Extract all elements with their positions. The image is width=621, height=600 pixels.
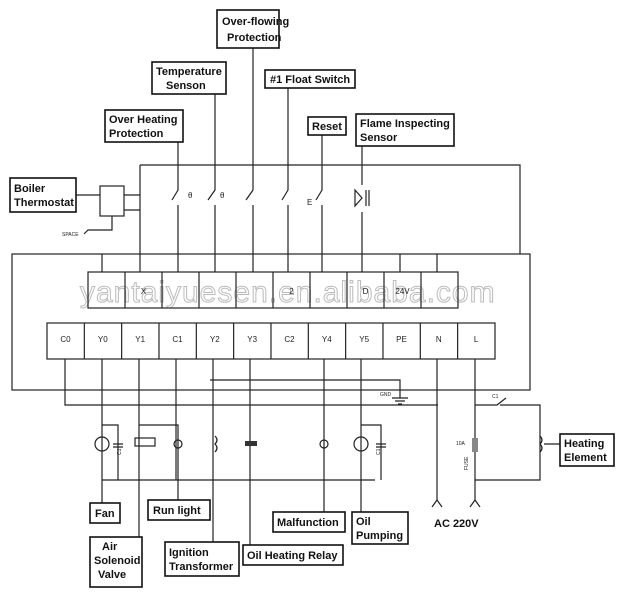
lower-terminal-y4: Y4 (322, 335, 332, 344)
relay-symbol (245, 441, 257, 446)
space-label: SPACE (62, 232, 79, 238)
label-run-light: Run light (147, 499, 211, 521)
label-heating-element: Heating Element (559, 433, 615, 467)
load-wiring: GND 10A FUSE C1 C1 C1 (64, 359, 560, 545)
svg-text:Flame Inspecting: Flame Inspecting (360, 118, 450, 130)
svg-text:C1: C1 (492, 394, 499, 400)
lower-terminal-c2: C2 (284, 335, 295, 344)
label-float-switch: #1 Float Switch (264, 69, 356, 89)
svg-text:Fan: Fan (95, 508, 115, 520)
watermark: yantaiyuesen.en.alibaba.com (80, 276, 496, 309)
upper-terminal-label: 2 (289, 287, 294, 296)
lower-terminal-y0: Y0 (98, 335, 108, 344)
lower-terminal-y3: Y3 (247, 335, 257, 344)
lower-terminal-y1: Y1 (135, 335, 145, 344)
label-oil-pumping: Oil Pumping (351, 511, 409, 545)
label-over-flowing-protection: Over-flowing Protection (216, 9, 289, 49)
lower-terminal-l: L (474, 335, 479, 344)
svg-text:C1: C1 (117, 448, 123, 455)
lower-terminal-y5: Y5 (359, 335, 369, 344)
lower-terminal-block: C0 Y0 Y1 C1 Y2 Y3 C2 Y4 Y5 PE N L (46, 322, 496, 360)
svg-text:Boiler: Boiler (14, 183, 46, 195)
svg-text:#1 Float Switch: #1 Float Switch (270, 74, 350, 86)
run-light-symbol (173, 439, 183, 449)
label-flame-sensor: Flame Inspecting Sensor (355, 113, 455, 147)
svg-text:Solenoid: Solenoid (94, 555, 140, 567)
svg-text:θ: θ (188, 191, 193, 200)
upper-terminal-label: X (141, 287, 147, 296)
lower-terminal-pe: PE (396, 335, 407, 344)
label-boiler-thermostat: Boiler Thermostat (9, 177, 77, 213)
label-malfunction: Malfunction (272, 511, 346, 533)
upper-terminal-block: X 2 D 24V (87, 271, 459, 309)
svg-text:Ignition: Ignition (169, 547, 209, 559)
solenoid-symbol (134, 437, 156, 447)
label-reset: Reset (307, 116, 347, 136)
fuse-symbol (472, 438, 478, 452)
svg-text:Thermostat: Thermostat (14, 197, 74, 209)
svg-text:FUSE: FUSE (464, 456, 470, 470)
svg-text:Pumping: Pumping (356, 530, 403, 542)
svg-text:Oil: Oil (356, 516, 371, 528)
fan-symbol (94, 436, 110, 452)
svg-text:E: E (307, 198, 312, 207)
svg-text:Run light: Run light (153, 505, 201, 517)
malfunction-light-symbol (319, 439, 329, 449)
upper-terminal-label: 24V (395, 287, 410, 296)
svg-text:Senson: Senson (166, 80, 206, 92)
top-bus-wire (139, 164, 521, 254)
svg-text:Over Heating: Over Heating (109, 114, 177, 126)
svg-text:Reset: Reset (312, 121, 342, 133)
upper-terminal-label: D (363, 287, 369, 296)
svg-text:Valve: Valve (98, 569, 126, 581)
svg-text:Oil Heating Relay: Oil Heating Relay (247, 550, 338, 562)
transformer-symbol (214, 435, 218, 453)
oil-pump-symbol (353, 436, 369, 452)
label-oil-heating-relay: Oil Heating Relay (242, 544, 344, 566)
boiler-thermostat-symbol (99, 185, 125, 217)
label-ac-220v: AC 220V (434, 518, 479, 530)
svg-text:Element: Element (564, 452, 607, 464)
label-over-heating-protection: Over Heating Protection (104, 109, 184, 143)
label-fan: Fan (89, 502, 121, 524)
svg-text:Transformer: Transformer (169, 561, 234, 573)
svg-text:Protection: Protection (227, 32, 282, 44)
lower-terminal-n: N (436, 335, 442, 344)
svg-text:Sensor: Sensor (360, 132, 398, 144)
thermostat-wire (76, 194, 140, 235)
svg-text:Over-flowing: Over-flowing (222, 16, 289, 28)
svg-text:Air: Air (102, 541, 118, 553)
svg-text:Protection: Protection (109, 128, 164, 140)
svg-text:10A: 10A (456, 441, 466, 447)
svg-text:θ: θ (220, 191, 225, 200)
label-temperature-sensor: Temperature Senson (151, 61, 227, 95)
svg-text:Malfunction: Malfunction (277, 517, 339, 529)
label-ignition-transformer: Ignition Transformer (164, 541, 240, 577)
sensor-switches: θ θ E (101, 48, 438, 272)
svg-text:C1: C1 (376, 448, 382, 455)
lower-terminal-y2: Y2 (210, 335, 220, 344)
svg-text:Heating: Heating (564, 438, 604, 450)
label-air-solenoid-valve: Air Solenoid Valve (89, 536, 143, 588)
controller-outline (11, 253, 531, 391)
svg-text:Temperature: Temperature (156, 66, 222, 78)
lower-terminal-c0: C0 (60, 335, 71, 344)
lower-terminal-c1: C1 (172, 335, 183, 344)
svg-text:GND: GND (380, 392, 392, 398)
